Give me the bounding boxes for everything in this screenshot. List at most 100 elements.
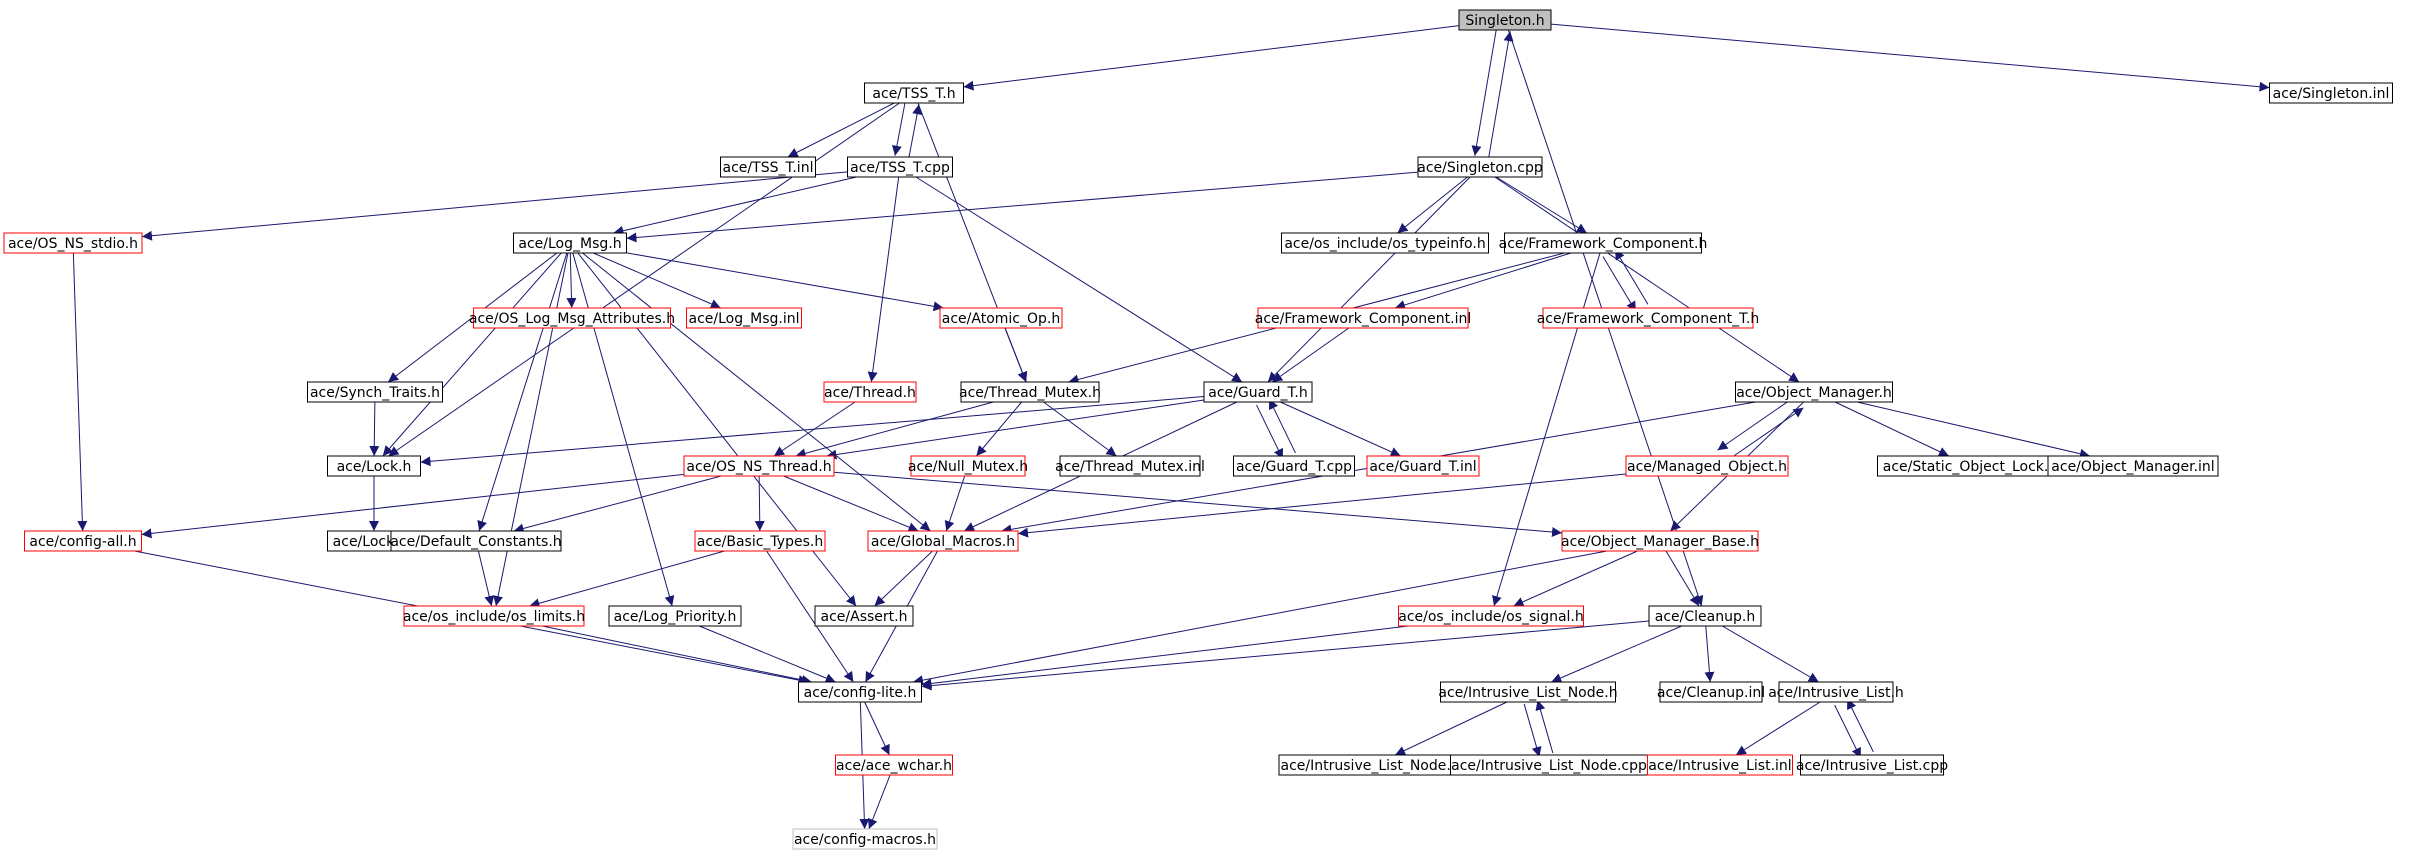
node-box-intrusive_list_inl — [1647, 754, 1793, 776]
node-tss_t_cpp[interactable]: ace/TSS_T.cpp — [847, 156, 953, 178]
node-os_typeinfo[interactable]: ace/os_include/os_typeinfo.h — [1281, 232, 1489, 254]
edge-log_msg_h-to-log_priority — [572, 252, 675, 607]
node-label-config_all: ace/config-all.h — [29, 534, 136, 550]
node-os_limits[interactable]: ace/os_include/os_limits.h — [403, 605, 585, 627]
node-null_mutex[interactable]: ace/Null_Mutex.h — [908, 455, 1028, 477]
node-framework_component_h[interactable]: ace/Framework_Component.h — [1499, 232, 1708, 254]
node-box-log_priority — [608, 605, 742, 627]
node-box-object_manager_h — [1735, 381, 1893, 403]
node-framework_component_t[interactable]: ace/Framework_Component_T.h — [1537, 307, 1760, 329]
node-label-static_object_lock: ace/Static_Object_Lock.h — [1883, 459, 2057, 475]
edge-guard_t_h-to-lock_h — [420, 396, 1205, 467]
node-config_all[interactable]: ace/config-all.h — [24, 530, 142, 552]
edge-guard_t_h-to-guard_t_cpp — [1256, 404, 1284, 460]
edge-atomic_op-to-thread_mutex_h — [1004, 327, 1028, 383]
node-config_lite[interactable]: ace/config-lite.h — [798, 681, 922, 703]
node-box-tss_t_h — [864, 82, 964, 104]
node-os_log_msg_attr[interactable]: ace/OS_Log_Msg_Attributes.h — [469, 307, 675, 329]
node-label-guard_t_h: ace/Guard_T.h — [1208, 385, 1308, 401]
node-box-config_all — [24, 530, 142, 552]
node-cleanup_inl[interactable]: ace/Cleanup.inl — [1657, 681, 1765, 703]
edge-singleton_cpp-to-log_msg_h — [626, 171, 1419, 243]
node-default_constants[interactable]: ace/Default_Constants.h — [390, 530, 562, 552]
node-thread_h[interactable]: ace/Thread.h — [823, 381, 917, 403]
node-label-thread_mutex_inl: ace/Thread_Mutex.inl — [1055, 459, 1205, 475]
edge-guard_t_h-to-guard_t_inl — [1280, 401, 1401, 457]
node-label-cleanup_h: ace/Cleanup.h — [1655, 609, 1755, 625]
node-intrusive_list_cpp[interactable]: ace/Intrusive_List.cpp — [1796, 754, 1948, 776]
node-box-cleanup_h — [1648, 605, 1762, 627]
edge-intrusive_list_node_h-to-intrusive_list_node_cpp — [1523, 703, 1542, 758]
edge-log_msg_h-to-global_macros — [582, 252, 931, 532]
node-singleton_h[interactable]: Singleton.h — [1458, 9, 1552, 31]
edge-object_manager_h-to-managed_object — [1717, 395, 1796, 451]
edge-object_manager_h-to-static_object_lock — [1834, 401, 1950, 457]
node-label-intrusive_list_node_h: ace/Intrusive_List_Node.h — [1438, 685, 1617, 701]
node-framework_component_inl[interactable]: ace/Framework_Component.inl — [1255, 307, 1472, 329]
node-object_manager_base[interactable]: ace/Object_Manager_Base.h — [1561, 530, 1759, 552]
edge-config_lite-to-ace_wchar — [864, 701, 890, 756]
node-box-object_manager_inl — [2047, 455, 2219, 477]
node-label-tss_t_h: ace/TSS_T.h — [872, 86, 955, 102]
node-box-global_macros — [867, 530, 1019, 552]
node-box-intrusive_list_node_h — [1440, 681, 1616, 703]
node-intrusive_list_h[interactable]: ace/Intrusive_List.h — [1768, 681, 1904, 703]
edge-object_manager_base-to-cleanup_h — [1665, 550, 1700, 607]
node-log_msg_inl[interactable]: ace/Log_Msg.inl — [686, 307, 802, 329]
node-intrusive_list_node_h[interactable]: ace/Intrusive_List_Node.h — [1438, 681, 1618, 703]
edge-framework_component_inl-to-guard_t_h — [1271, 327, 1350, 383]
edge-os_ns_stdio-to-config_all — [72, 252, 88, 532]
node-guard_t_inl[interactable]: ace/Guard_T.inl — [1366, 455, 1480, 477]
node-singleton_inl[interactable]: ace/Singleton.inl — [2269, 82, 2393, 104]
node-tss_t_h[interactable]: ace/TSS_T.h — [864, 82, 964, 104]
node-static_object_lock[interactable]: ace/Static_Object_Lock.h — [1877, 455, 2063, 477]
edge-log_msg_h-to-assert_h — [577, 252, 857, 607]
node-label-basic_types: ace/Basic_Types.h — [697, 534, 823, 550]
node-label-atomic_op: ace/Atomic_Op.h — [942, 311, 1060, 327]
node-guard_t_cpp[interactable]: ace/Guard_T.cpp — [1233, 455, 1355, 477]
node-guard_t_h[interactable]: ace/Guard_T.h — [1203, 381, 1313, 403]
node-label-cleanup_inl: ace/Cleanup.inl — [1657, 685, 1765, 701]
edge-object_manager_h-to-object_manager_inl — [1856, 401, 2091, 459]
node-managed_object[interactable]: ace/Managed_Object.h — [1625, 455, 1789, 477]
node-os_ns_thread[interactable]: ace/OS_NS_Thread.h — [683, 455, 835, 477]
node-cleanup_h[interactable]: ace/Cleanup.h — [1648, 605, 1762, 627]
node-label-singleton_cpp: ace/Singleton.cpp — [1417, 160, 1543, 176]
edge-object_manager_base-to-config_lite — [912, 550, 1608, 686]
node-singleton_cpp[interactable]: ace/Singleton.cpp — [1417, 156, 1543, 178]
node-assert_h[interactable]: ace/Assert.h — [814, 605, 914, 627]
node-synch_traits[interactable]: ace/Synch_Traits.h — [307, 381, 443, 403]
node-ace_wchar[interactable]: ace/ace_wchar.h — [835, 754, 953, 776]
node-intrusive_list_node_inl[interactable]: ace/Intrusive_List_Node.inl — [1278, 754, 1470, 776]
node-label-object_manager_inl: ace/Object_Manager.inl — [2051, 459, 2214, 475]
node-label-assert_h: ace/Assert.h — [821, 609, 908, 625]
node-box-managed_object — [1625, 455, 1789, 477]
node-intrusive_list_inl[interactable]: ace/Intrusive_List.inl — [1647, 754, 1793, 776]
node-box-guard_t_cpp — [1233, 455, 1355, 477]
node-os_signal[interactable]: ace/os_include/os_signal.h — [1398, 605, 1584, 627]
node-os_ns_stdio[interactable]: ace/OS_NS_stdio.h — [3, 232, 143, 254]
node-tss_t_inl[interactable]: ace/TSS_T.inl — [720, 156, 816, 178]
node-atomic_op[interactable]: ace/Atomic_Op.h — [939, 307, 1063, 329]
node-label-os_log_msg_attr: ace/OS_Log_Msg_Attributes.h — [469, 311, 675, 327]
node-basic_types[interactable]: ace/Basic_Types.h — [694, 530, 826, 552]
node-object_manager_h[interactable]: ace/Object_Manager.h — [1735, 381, 1893, 403]
node-global_macros[interactable]: ace/Global_Macros.h — [867, 530, 1019, 552]
node-lock_h[interactable]: ace/Lock.h — [327, 455, 421, 477]
node-box-framework_component_inl — [1257, 307, 1469, 329]
node-box-os_limits — [403, 605, 585, 627]
node-box-os_ns_stdio — [3, 232, 143, 254]
node-log_priority[interactable]: ace/Log_Priority.h — [608, 605, 742, 627]
edge-basic_types-to-config_lite — [766, 550, 854, 683]
node-intrusive_list_node_cpp[interactable]: ace/Intrusive_List_Node.cpp — [1450, 754, 1648, 776]
node-log_msg_h[interactable]: ace/Log_Msg.h — [513, 232, 627, 254]
node-config_macros[interactable]: ace/config-macros.h — [792, 828, 938, 850]
node-label-framework_component_t: ace/Framework_Component_T.h — [1537, 311, 1760, 327]
node-box-ace_wchar — [835, 754, 953, 776]
edge-tss_t_h-to-tss_t_inl — [787, 102, 895, 158]
file-nodes: Singleton.h ace/TSS_T.h ace/Singleton.inl a… — [3, 9, 2393, 850]
node-thread_mutex_h[interactable]: ace/Thread_Mutex.h — [959, 381, 1101, 403]
edge-tss_t_cpp-to-os_ns_stdio — [141, 171, 848, 241]
node-object_manager_inl[interactable]: ace/Object_Manager.inl — [2047, 455, 2219, 477]
node-thread_mutex_inl[interactable]: ace/Thread_Mutex.inl — [1055, 455, 1205, 477]
